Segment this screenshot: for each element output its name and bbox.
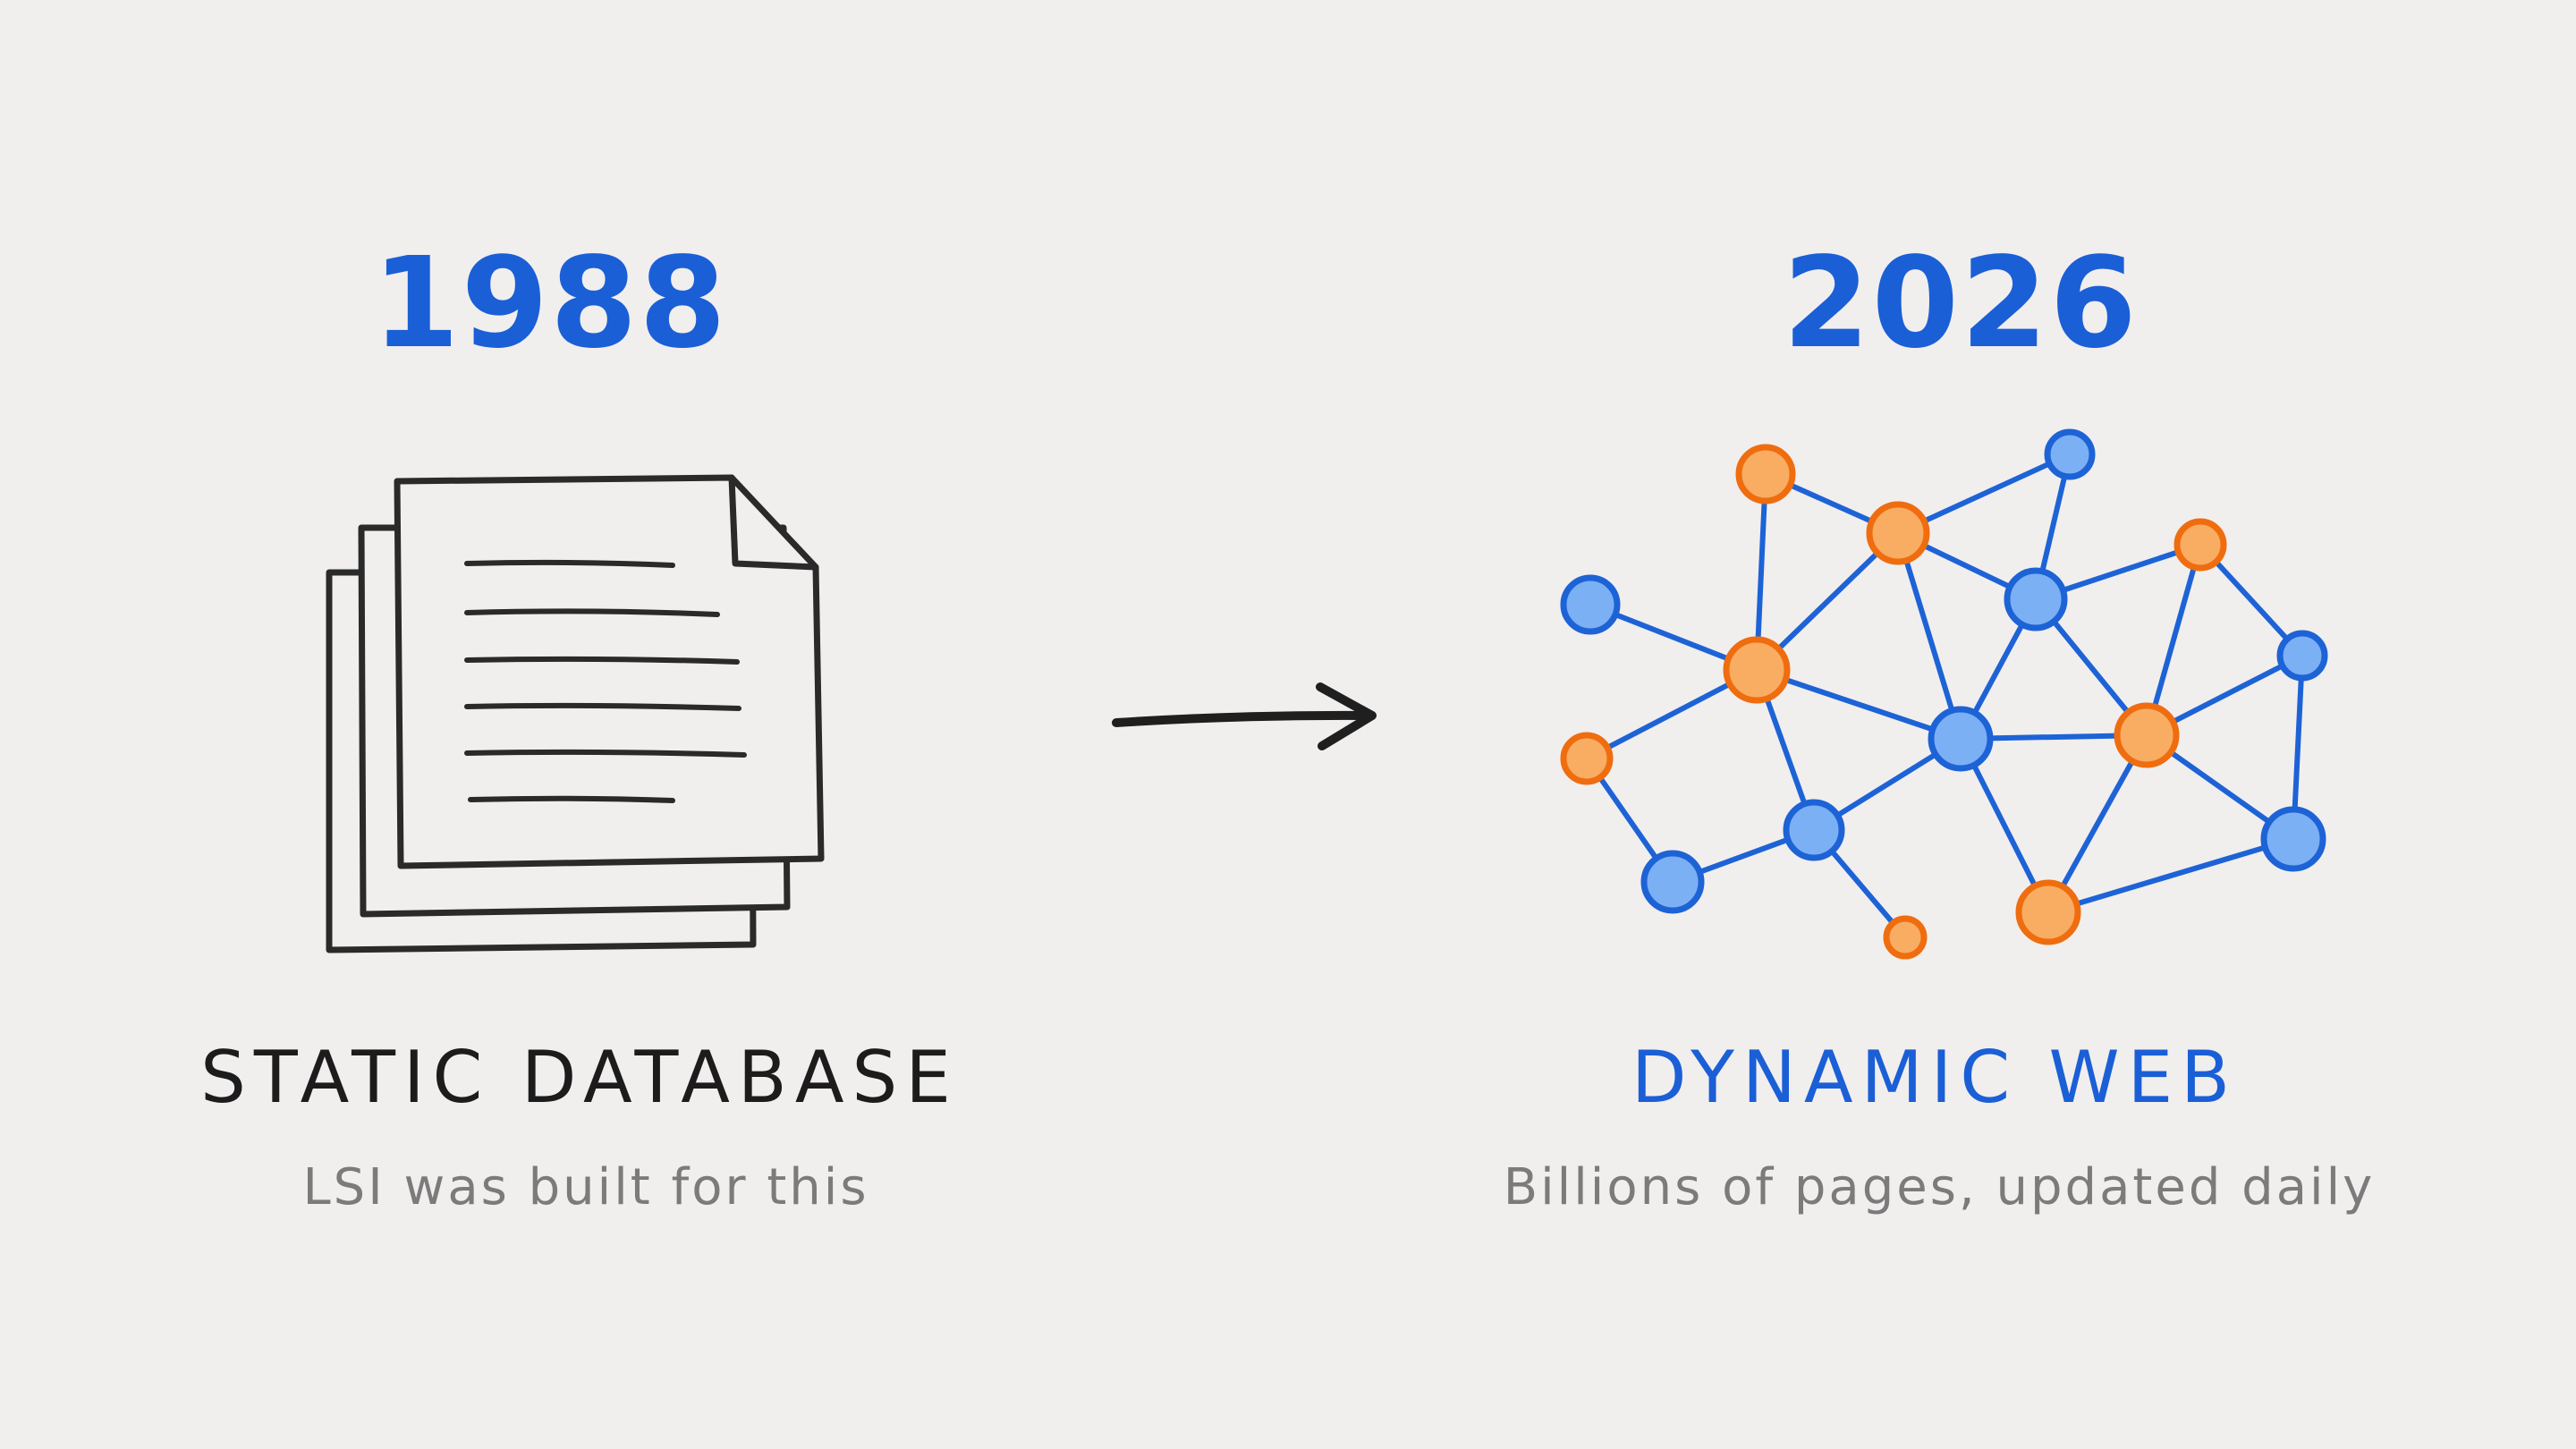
blue-node <box>1560 574 1621 635</box>
static-database-heading: STATIC DATABASE <box>200 1036 959 1119</box>
dynamic-web-heading: DYNAMIC WEB <box>1631 1036 2239 1119</box>
blue-node <box>2276 630 2328 682</box>
blue-node <box>2004 567 2068 631</box>
network-nodes <box>1560 428 2328 960</box>
blue-node <box>2044 428 2096 480</box>
static-database-subtitle: LSI was built for this <box>302 1158 869 1216</box>
orange-node <box>1883 915 1928 960</box>
front-page <box>394 474 825 869</box>
network-edge <box>2144 542 2203 738</box>
network-edge <box>2046 836 2296 915</box>
orange-node <box>2174 518 2227 572</box>
dynamic-web-subtitle: Billions of pages, updated daily <box>1503 1158 2376 1216</box>
blue-node <box>2260 806 2326 872</box>
network-edge <box>1754 667 1963 741</box>
orange-node <box>1735 444 1796 504</box>
blue-node <box>1640 850 1705 914</box>
blue-node <box>1783 799 1845 861</box>
year-2026-label: 2026 <box>1783 231 2139 377</box>
year-1988-label: 1988 <box>372 231 728 377</box>
blue-node <box>1928 706 1994 772</box>
network-edge <box>2046 733 2149 915</box>
folded-corner <box>728 474 819 571</box>
orange-node <box>2015 879 2081 945</box>
orange-node <box>1866 501 1930 565</box>
text-lines <box>464 559 747 803</box>
orange-node <box>1723 636 1791 704</box>
orange-node <box>2114 702 2180 768</box>
network-edge <box>1895 530 1963 741</box>
orange-node <box>1560 732 1614 785</box>
